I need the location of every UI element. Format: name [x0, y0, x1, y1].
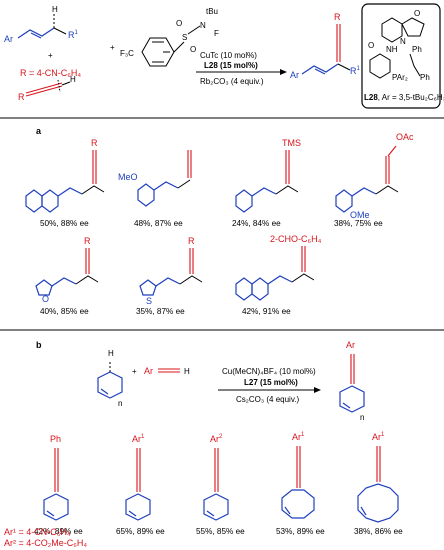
ligand-nh: NH [386, 45, 398, 54]
section-b-item-5: Ar1 38%, 86% ee [354, 432, 403, 536]
a3-group: TMS [282, 138, 301, 148]
section-a-item-1: R 50%, 88% ee [25, 138, 105, 228]
b-h-alkyne: H [184, 367, 190, 376]
section-a-item-6: S R 35%, 87% ee [136, 236, 203, 316]
ligand-caption: L28, Ar = 3,5-tBu₂C₆H₃ [364, 93, 444, 102]
a3-yield: 24%, 84% ee [232, 219, 281, 228]
substrate-h-label: H [52, 5, 58, 14]
b-n-label: n [118, 399, 122, 408]
plus-sign-2: + [110, 43, 115, 52]
product-ar-label: Ar [290, 70, 299, 80]
plus-sign-1: + [48, 51, 53, 60]
a6-group: R [188, 236, 195, 246]
substrate-allyl: Ar H R1 [4, 5, 79, 44]
b-plus: + [132, 367, 137, 376]
reagent-n: N [200, 21, 206, 30]
b-product-n: n [360, 413, 364, 422]
ligand-box: O N Ph Ph NH O PAr₂ L28, Ar = 3,5-tBu₂C₆… [361, 3, 444, 109]
b-condition-1: Cu(MeCN)₄BF₄ (10 mol%) [222, 367, 316, 376]
ligand-n-ring: N [400, 37, 406, 46]
b-condition-3: Cs₂CO₃ (4 equiv.) [236, 395, 299, 404]
a6-s: S [146, 296, 152, 306]
b-product-ar: Ar [346, 340, 355, 350]
b3-yield: 55%, 85% ee [196, 527, 245, 536]
section-a-item-2: MeO 48%, 87% ee [118, 150, 192, 228]
a7-group: 2-CHO-C₆H₄ [270, 234, 322, 244]
b2-group: Ar1 [132, 434, 145, 444]
b-ar-label: Ar [144, 366, 153, 376]
product-r1-label: R1 [350, 66, 361, 76]
b4-group: Ar1 [292, 432, 305, 442]
a4-yield: 38%, 75% ee [334, 219, 383, 228]
b3-group: Ar2 [210, 434, 223, 444]
header-product: Ar R1 R [290, 12, 361, 80]
b4-yield: 53%, 89% ee [276, 527, 325, 536]
a4-ome: OMe [350, 210, 370, 220]
reagent-cf3: F₃C [120, 49, 134, 58]
ligand-o-amide: O [368, 41, 374, 50]
r-definition: R = 4-CN-C₆H₄ [20, 68, 81, 78]
header-scheme: Ar H R1 + R = 4-CN-C₆H₄ R H + F₃C S O O [4, 3, 444, 109]
a7-yield: 42%, 91% ee [242, 307, 291, 316]
substrate-r1-label: R1 [68, 30, 79, 40]
reagent-tbu: tBu [206, 7, 218, 16]
a1-group: R [91, 138, 98, 148]
a2-meo: MeO [118, 172, 138, 182]
reagent-o-bottom: O [190, 45, 196, 54]
reagent-o-top: O [176, 19, 182, 28]
substrate-ar-label: Ar [4, 34, 13, 44]
section-b-item-4: Ar1 53%, 89% ee [276, 432, 325, 536]
a2-yield: 48%, 87% ee [134, 219, 183, 228]
alkyne-r-label: R [18, 92, 25, 102]
reagent-s: S [182, 33, 187, 42]
section-a-label: a [36, 126, 42, 136]
a5-group: R [84, 236, 91, 246]
a4-group: OAc [396, 132, 414, 142]
section-b-item-1: Ph 42%, 89% ee [34, 434, 83, 536]
ligand-ph-2: Ph [420, 73, 430, 82]
section-a-item-4: OAc OMe 38%, 75% ee [334, 132, 414, 228]
section-b-item-2: Ar1 65%, 89% ee [116, 434, 165, 536]
a5-o: O [42, 294, 49, 304]
condition-catalyst: CuTc (10 mol%) [200, 51, 257, 60]
section-a-item-7: 2-CHO-C₆H₄ 42%, 91% ee [235, 234, 322, 316]
ligand-ph-1: Ph [412, 45, 422, 54]
a1-yield: 50%, 88% ee [40, 219, 89, 228]
section-a-item-3: TMS 24%, 84% ee [232, 138, 301, 228]
alkyne-h-label: H [70, 75, 76, 84]
substrate-alkyne: R H [18, 75, 76, 102]
b5-yield: 38%, 86% ee [354, 527, 403, 536]
footnote-ar1: Ar¹ = 4-CN-C₆H₄ [4, 527, 71, 537]
reagent-f: F [214, 29, 219, 38]
section-a-item-5: O R 40%, 85% ee [35, 236, 99, 316]
b1-yield: 42%, 89% ee [34, 527, 83, 536]
b5-group: Ar1 [372, 432, 385, 442]
section-b-scheme: H n + Ar H Cu(MeCN)₄BF₄ (10 mol%) L27 (1… [97, 340, 365, 422]
section-b-label: b [36, 340, 42, 350]
product-r-label: R [334, 12, 341, 22]
b1-group: Ph [50, 434, 61, 444]
reagent-nfsi: F₃C S O O N tBu F [120, 7, 219, 67]
footnote-ar2: Ar² = 4-CO₂Me-C₆H₄ [4, 538, 87, 548]
ligand-o-ring: O [414, 9, 420, 18]
condition-ligand: L28 (15 mol%) [204, 61, 258, 70]
condition-base: Rb₂CO₃ (4 equiv.) [200, 77, 264, 86]
b2-yield: 65%, 89% ee [116, 527, 165, 536]
a5-yield: 40%, 85% ee [40, 307, 89, 316]
b-h-top: H [108, 349, 114, 358]
b-condition-2: L27 (15 mol%) [244, 378, 298, 387]
section-b-item-3: Ar2 55%, 85% ee [196, 434, 245, 536]
a6-yield: 35%, 87% ee [136, 307, 185, 316]
ligand-pAr2: PAr₂ [392, 73, 408, 82]
